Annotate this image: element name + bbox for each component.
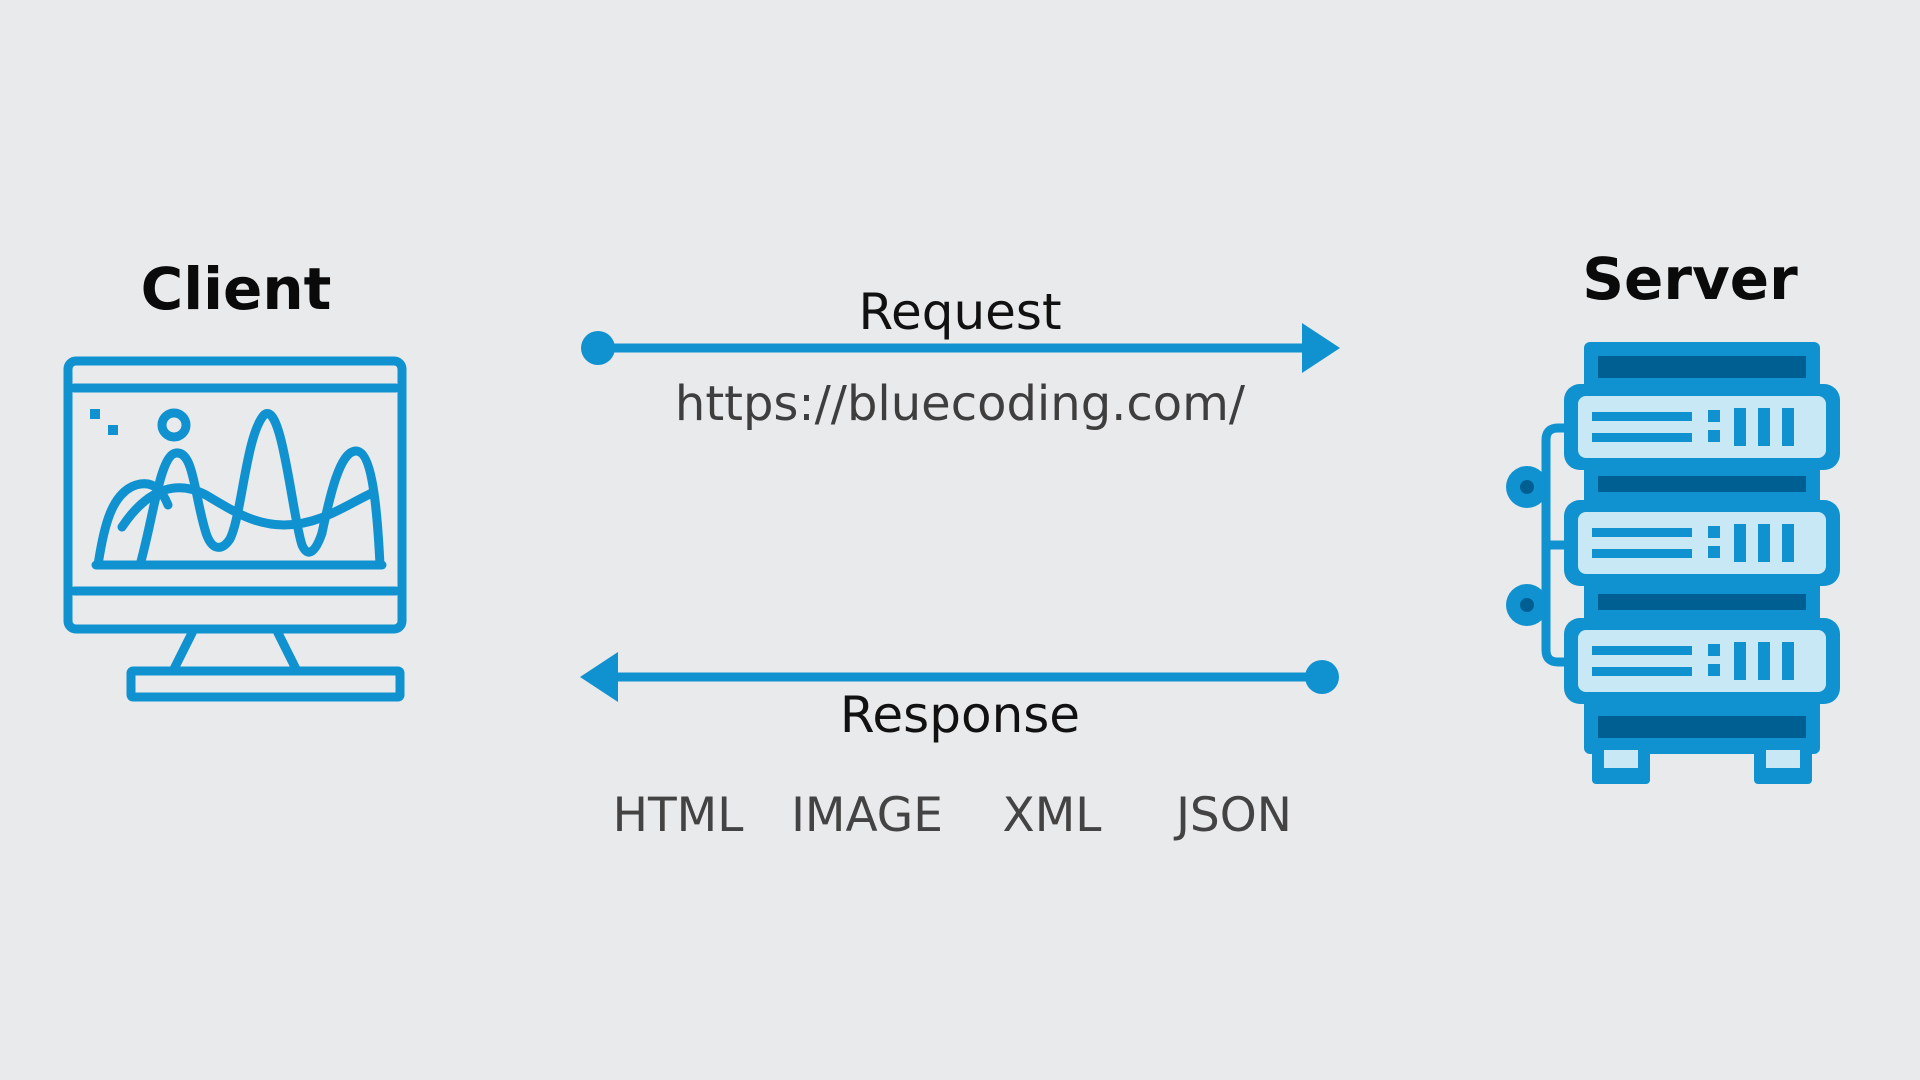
format-xml: XML (1002, 788, 1102, 843)
request-arrowhead (1302, 323, 1340, 373)
server-rack-icon (1498, 340, 1848, 790)
server-title: Server (1582, 245, 1798, 313)
monitor-chart-icon (60, 355, 420, 705)
request-arrow (580, 320, 1340, 380)
client-title: Client (140, 255, 332, 323)
response-end-dot (1305, 660, 1339, 694)
request-label: Request (858, 283, 1062, 341)
response-arrowhead (580, 652, 618, 702)
request-url: https://bluecoding.com/ (674, 376, 1246, 432)
format-html: HTML (612, 788, 744, 843)
response-label: Response (839, 686, 1081, 744)
response-arrow (580, 650, 1340, 710)
format-json: JSON (1176, 788, 1292, 843)
format-image: IMAGE (791, 788, 943, 843)
